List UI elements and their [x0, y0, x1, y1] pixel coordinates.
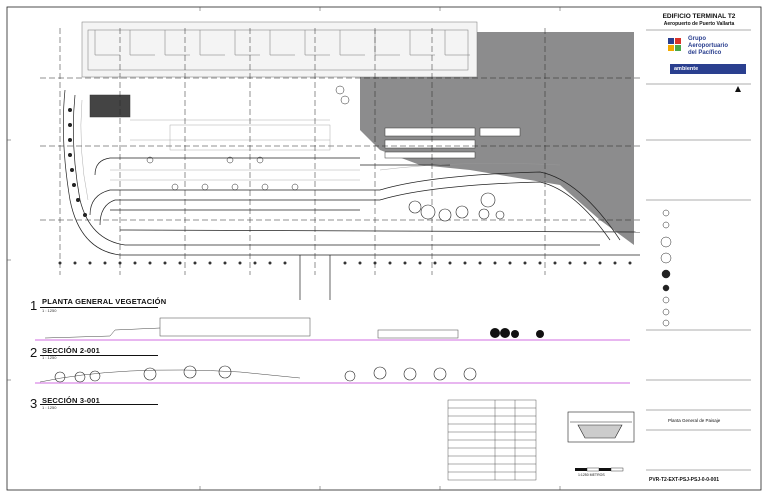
section-3-underline — [40, 404, 158, 405]
large-trees — [408, 192, 505, 222]
grid-axes — [40, 28, 640, 275]
logo-line-1: Grupo — [688, 36, 706, 42]
section-1-scale: 1 : 1250 — [42, 308, 57, 313]
section-1-underline — [40, 307, 158, 308]
scale-bar — [575, 467, 624, 472]
logo-mark-icon — [668, 38, 746, 74]
plan-name: Planta General de Paisaje — [668, 418, 721, 423]
logo-line-3: del Pacífico — [688, 50, 722, 56]
drawing-code: PVR-T2-EXT-PSJ-PSJ-0-0-001 — [649, 477, 720, 483]
logo-line-2: Aeroportuario — [688, 43, 729, 49]
project-title: EDIFICIO TERMINAL T2 — [662, 13, 736, 20]
tree-row-south — [58, 261, 632, 265]
hatched-area — [474, 32, 634, 144]
sheet-border — [6, 6, 762, 491]
tree-rows — [68, 108, 87, 217]
terminal-building — [81, 21, 478, 78]
palm-clusters — [146, 85, 350, 191]
title-block-lines — [646, 29, 751, 471]
section-2-number: 2 — [30, 345, 38, 360]
quantities-table — [447, 399, 537, 481]
section-1-title: PLANTA GENERAL VEGETACIÓN — [42, 297, 167, 306]
hatched-area-lower — [360, 70, 634, 245]
north-arrow-icon — [735, 86, 741, 92]
section-2-elevation — [35, 365, 630, 384]
project-subtitle: Aeropuerto de Puerto Vallarta — [663, 21, 735, 27]
detail-section — [567, 411, 635, 443]
section-1-number: 1 — [30, 298, 38, 313]
section-3-number: 3 — [30, 396, 38, 411]
section-3-scale: 1 : 1250 — [42, 405, 57, 410]
scale-bar-label: 1:1250 METROS — [578, 473, 605, 477]
legend-symbols — [660, 209, 672, 327]
section-3-title: SECCIÓN 3-001 — [42, 396, 101, 405]
grid-ticks — [7, 7, 561, 490]
section-2-scale: 1 : 1250 — [42, 355, 57, 360]
section-2-underline — [40, 355, 158, 356]
section-1-elevation — [35, 317, 630, 341]
section-2-title: SECCIÓN 2-001 — [42, 346, 101, 355]
partner-logo: ambiente — [674, 66, 699, 72]
